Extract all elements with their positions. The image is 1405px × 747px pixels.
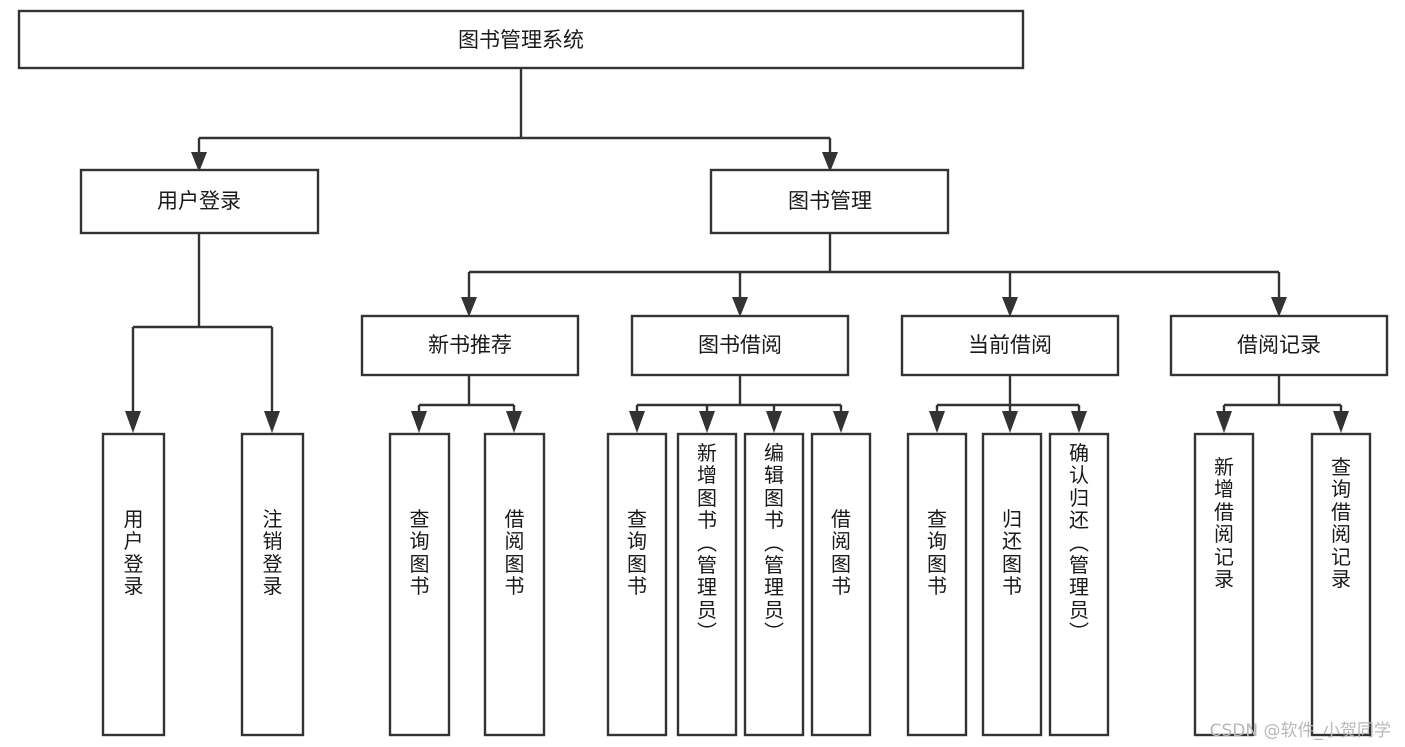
arrowhead-leaf-query-book-2 xyxy=(629,411,645,433)
arrowhead-leaf-user-login xyxy=(125,411,141,433)
arrowhead-leaf-edit-book xyxy=(766,411,782,433)
arrowhead-leaf-query-book-3 xyxy=(929,411,945,433)
arrowhead-leaf-logout xyxy=(264,411,280,433)
node-new-book-rec-label: 新书推荐 xyxy=(428,333,512,357)
node-leaf-edit-book-box[interactable] xyxy=(743,432,805,737)
node-current-borrow-label: 当前借阅 xyxy=(968,333,1052,357)
arrowhead-leaf-borrow-book-1 xyxy=(506,411,522,433)
node-leaf-query-book-3-box[interactable] xyxy=(906,432,968,737)
node-leaf-add-record-box[interactable] xyxy=(1193,432,1255,737)
node-borrow-record-box[interactable] xyxy=(1169,314,1389,377)
arrowhead-borrow-record xyxy=(1271,297,1287,317)
nodes-layer xyxy=(17,9,1389,737)
node-leaf-query-book-2-box[interactable] xyxy=(606,432,668,737)
arrowhead-user-login xyxy=(191,152,207,172)
node-leaf-borrow-book-2-box[interactable] xyxy=(810,432,872,737)
node-leaf-logout-box[interactable] xyxy=(240,432,305,737)
node-leaf-query-book-1-box[interactable] xyxy=(388,432,451,737)
node-leaf-query-record-box[interactable] xyxy=(1310,432,1372,737)
node-new-book-rec-box[interactable] xyxy=(360,314,580,377)
node-leaf-return-book-box[interactable] xyxy=(981,432,1043,737)
node-borrow-record-label: 借阅记录 xyxy=(1237,333,1321,357)
edges-layer xyxy=(125,68,1349,433)
node-book-mgmt-box[interactable] xyxy=(709,168,950,235)
arrowhead-leaf-confirm-return xyxy=(1071,411,1087,433)
node-book-borrow-box[interactable] xyxy=(630,314,850,377)
arrowhead-leaf-borrow-book-2 xyxy=(833,411,849,433)
arrowhead-leaf-query-record xyxy=(1333,411,1349,433)
arrowhead-leaf-return-book xyxy=(1002,411,1018,433)
node-user-login-box[interactable] xyxy=(79,168,320,235)
arrowhead-book-borrow xyxy=(732,297,748,317)
arrowhead-leaf-add-book xyxy=(699,411,715,433)
node-leaf-borrow-book-1-box[interactable] xyxy=(483,432,546,737)
node-book-borrow-label: 图书借阅 xyxy=(698,333,782,357)
node-current-borrow-box[interactable] xyxy=(900,314,1120,377)
arrowhead-book-mgmt xyxy=(822,152,838,172)
node-leaf-add-book-box[interactable] xyxy=(676,432,738,737)
node-root-box[interactable] xyxy=(17,9,1025,70)
node-leaf-user-login-box[interactable] xyxy=(101,432,166,737)
horizontal-labels-layer: 图书管理系统 用户登录 图书管理 新书推荐 图书借阅 当前借阅 借阅记录 xyxy=(157,28,1321,357)
arrowhead-current-borrow xyxy=(1002,297,1018,317)
node-root-label: 图书管理系统 xyxy=(458,28,584,52)
arrowhead-leaf-add-record xyxy=(1216,411,1232,433)
arrowhead-leaf-query-book-1 xyxy=(411,411,427,433)
node-user-login-label: 用户登录 xyxy=(157,189,241,213)
arrowhead-new-book-rec xyxy=(461,297,477,317)
node-book-mgmt-label: 图书管理 xyxy=(788,189,872,213)
node-leaf-confirm-return-box[interactable] xyxy=(1048,432,1110,737)
